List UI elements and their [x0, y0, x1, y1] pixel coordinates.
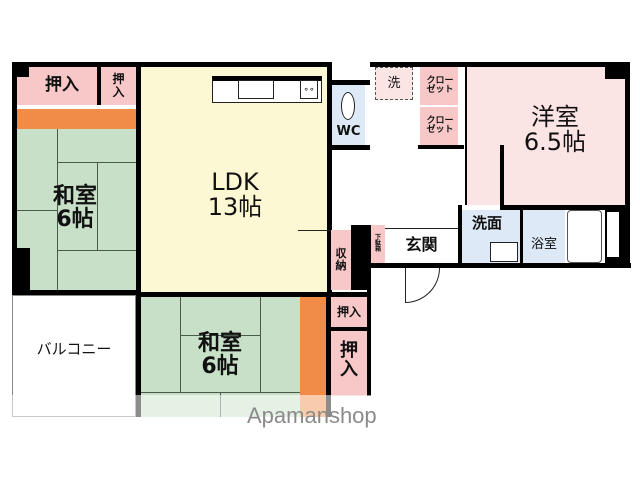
outer-wall-left [12, 62, 17, 300]
washbasin [490, 242, 518, 262]
sink [238, 80, 274, 99]
closet-top-left-large-label: 押入 [45, 75, 79, 96]
closet-bottom-small [331, 297, 367, 327]
outer-wall-top-right [370, 62, 626, 67]
japanese-room-2-label: 和室 6帖 [197, 330, 242, 379]
closet-1 [420, 67, 458, 105]
bathroom [523, 210, 565, 263]
ldk-label: LDK 13帖 [207, 167, 263, 221]
western-room [465, 67, 625, 205]
closet-top-left-small [101, 67, 136, 105]
watermark: Apamanshop [247, 403, 377, 428]
stove: ∘∘ [300, 80, 318, 99]
shoe-box-label: 下 駄 箱 [374, 233, 381, 254]
closet-1-label: クロー ゼット [426, 75, 454, 95]
japanese-room-1-label: 和室 6帖 [52, 183, 97, 232]
closet-top-left-large [17, 67, 97, 105]
ldk-room [141, 67, 327, 293]
laundry-label: 洗 [387, 75, 401, 91]
bathtub [567, 210, 602, 263]
closet-2-label: クロー ゼット [426, 115, 454, 135]
closet-bottom-small-label: 押入 [336, 304, 361, 319]
wc-label: WC [336, 124, 361, 140]
closet-bottom-large [331, 331, 367, 396]
toilet-icon [341, 92, 355, 120]
entrance [385, 228, 458, 263]
laundry-area [375, 67, 413, 100]
storage-label: 収 納 [335, 247, 347, 272]
entrance-door-arc [405, 268, 440, 303]
engawa-strip-top [17, 109, 136, 129]
shoe-box [371, 225, 385, 263]
closet-top-left-small-label: 押 入 [112, 72, 125, 99]
closet-bottom-large-label: 押 入 [340, 340, 358, 380]
washroom-label: 洗面 [471, 214, 502, 233]
storage-closet [331, 230, 351, 290]
entrance-label: 玄関 [405, 235, 438, 255]
western-room-label: 洋室 6.5帖 [523, 102, 587, 156]
bathroom-label: 浴室 [530, 237, 557, 253]
balcony-label: バルコニー [36, 340, 112, 359]
closet-2 [420, 107, 458, 145]
outer-wall-top [12, 62, 328, 67]
